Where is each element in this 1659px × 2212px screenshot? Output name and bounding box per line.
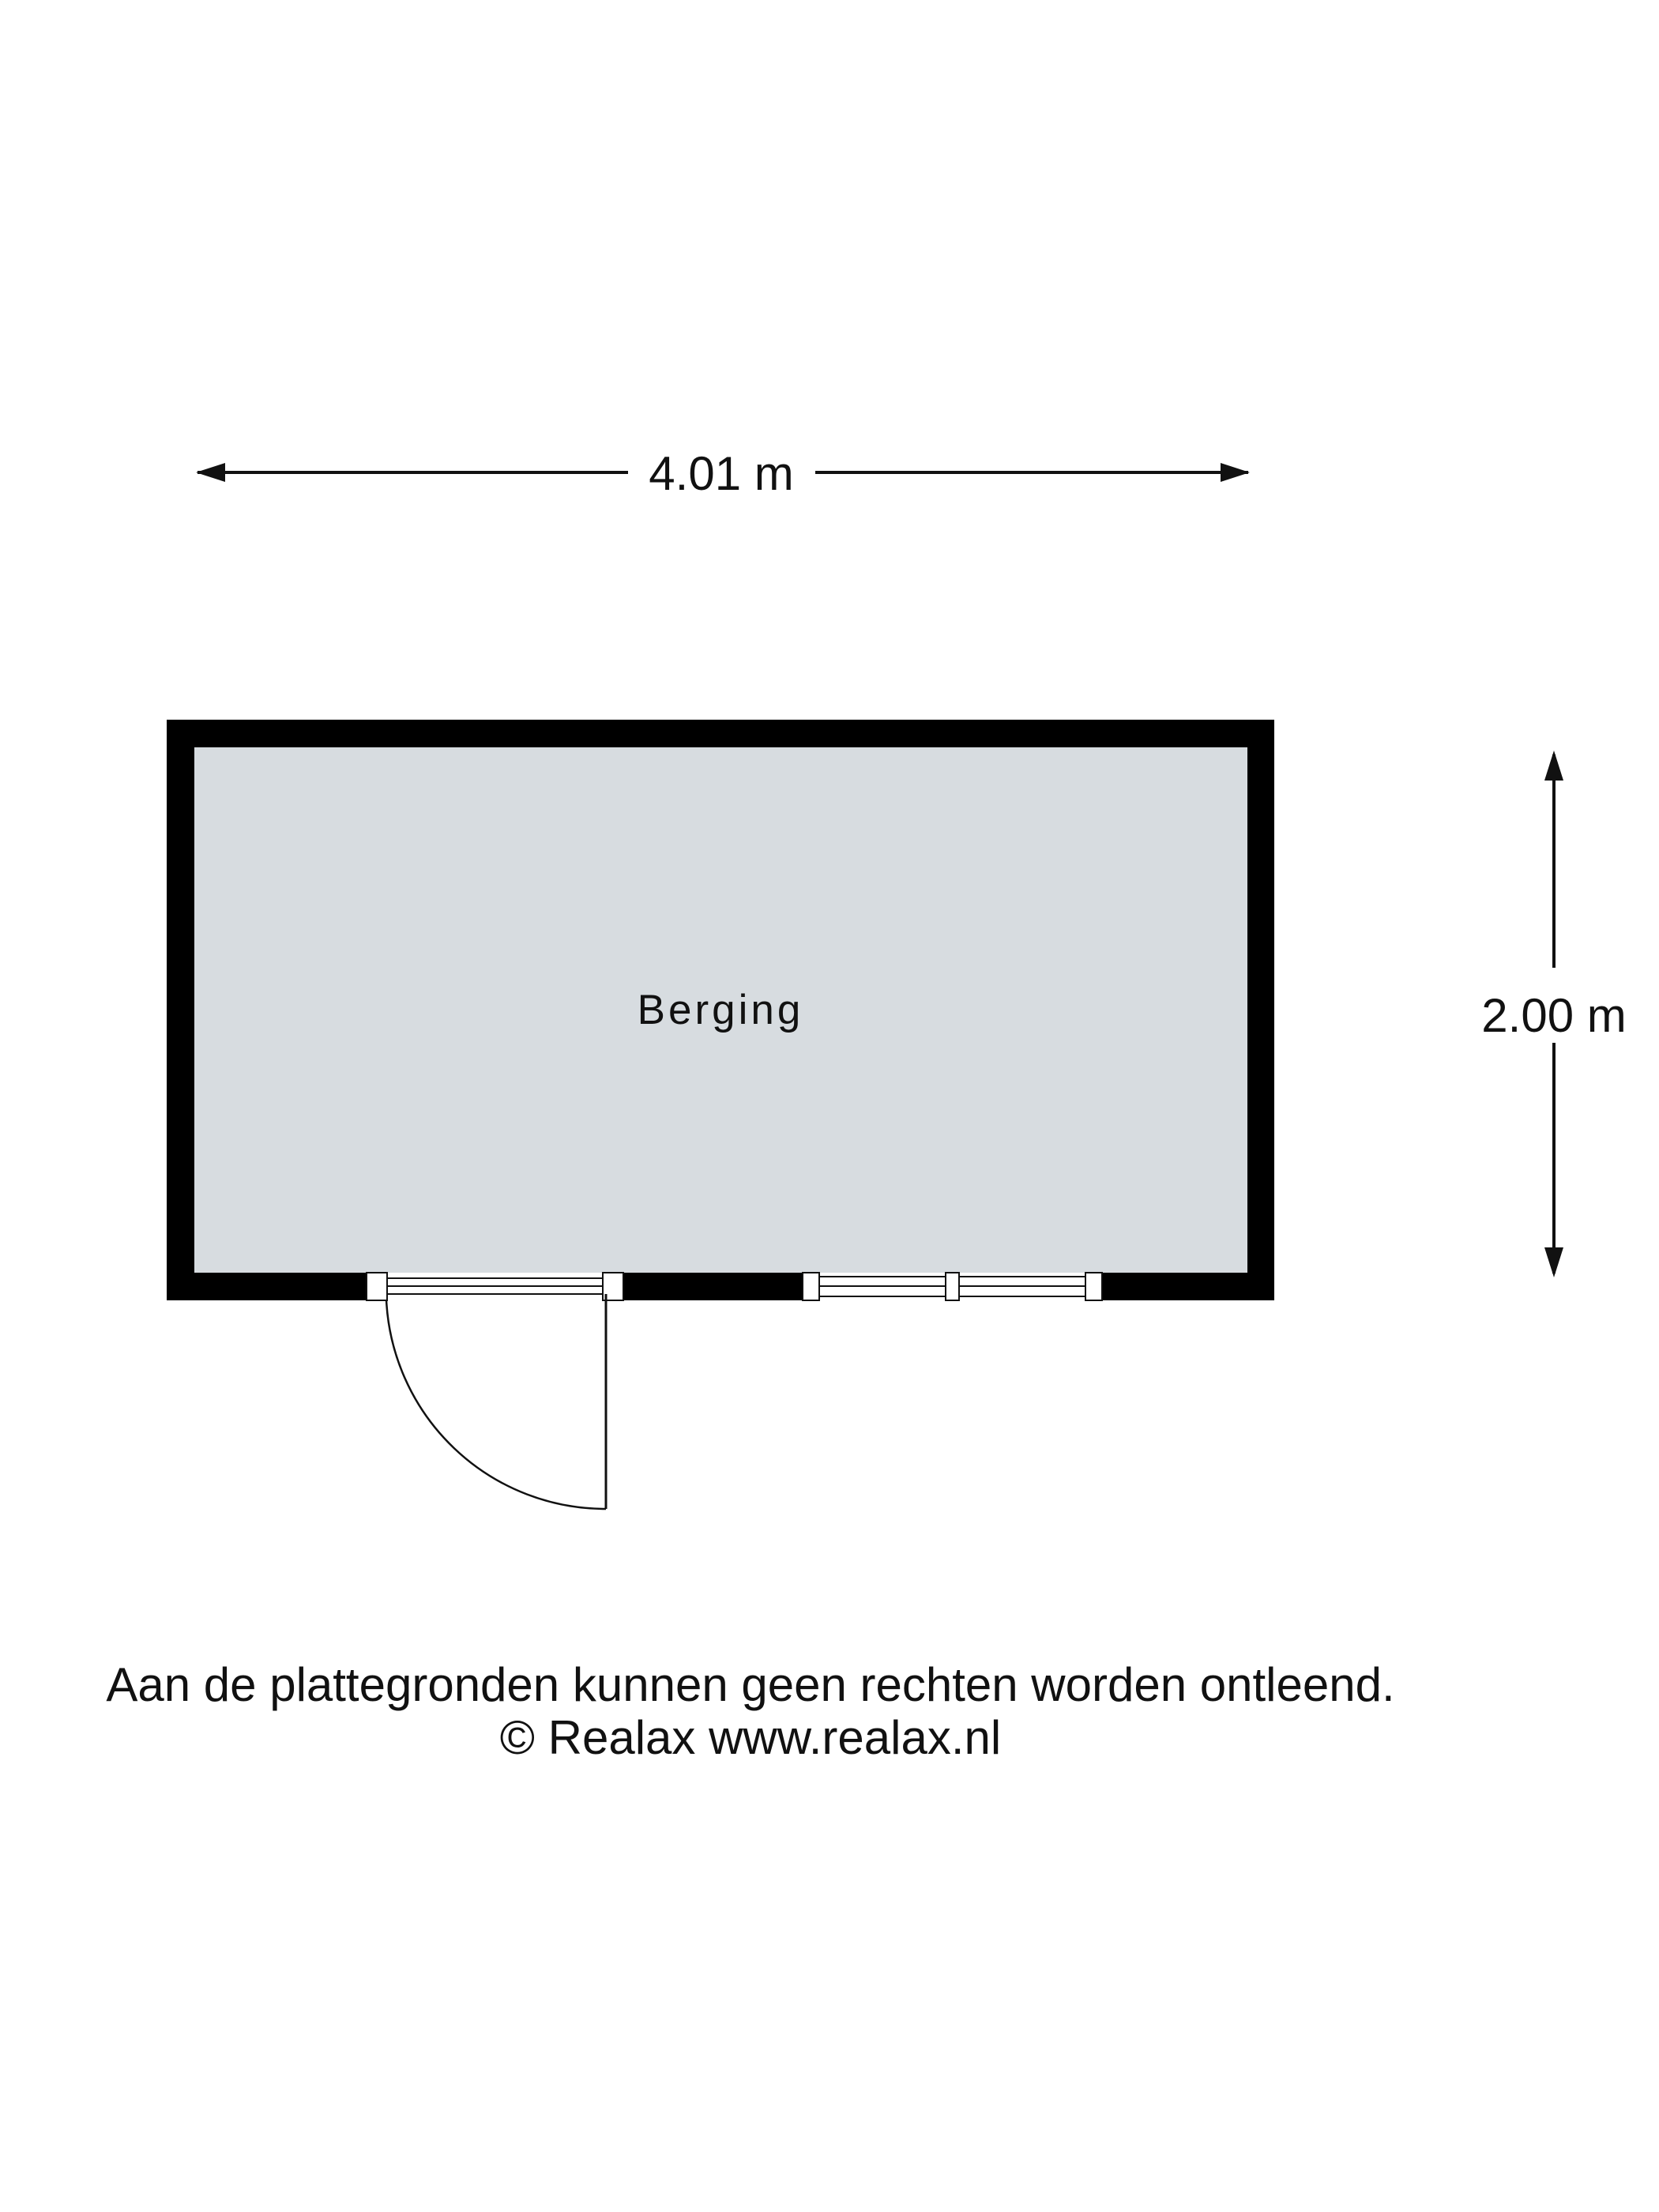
height-arrow-bottom-icon [1544,1247,1563,1277]
wall-top [167,720,1274,747]
room-floor-berging [194,747,1247,1273]
door-swing-arc [385,1299,607,1510]
wall-right [1247,720,1274,1300]
wall-bottom-right [1102,1273,1274,1300]
window-jamb-left [802,1272,820,1301]
wall-left [167,720,194,1300]
door-jamb-left [366,1272,388,1301]
walls [167,720,1274,1300]
width-dimension-label: 4.01 m [649,447,793,500]
window [802,1272,1103,1301]
wall-bottom-left [167,1273,367,1300]
height-dimension: 2.00 m [1481,750,1627,1277]
door-jamb-right [602,1272,624,1301]
copyright-text: © Realax www.realax.nl [499,1711,1002,1764]
width-arrow-left-icon [196,463,225,482]
height-arrow-top-icon [1544,750,1563,781]
door [366,1272,624,1510]
window-jamb-right [1085,1272,1103,1301]
disclaimer-text: Aan de plattegronden kunnen geen rechten… [106,1658,1395,1711]
wall-bottom-middle [623,1273,803,1300]
height-dimension-label: 2.00 m [1481,989,1626,1042]
width-dimension: 4.01 m [196,447,1250,500]
room-label-berging: Berging [638,987,804,1033]
window-mullion [945,1272,960,1301]
width-arrow-right-icon [1221,463,1250,482]
